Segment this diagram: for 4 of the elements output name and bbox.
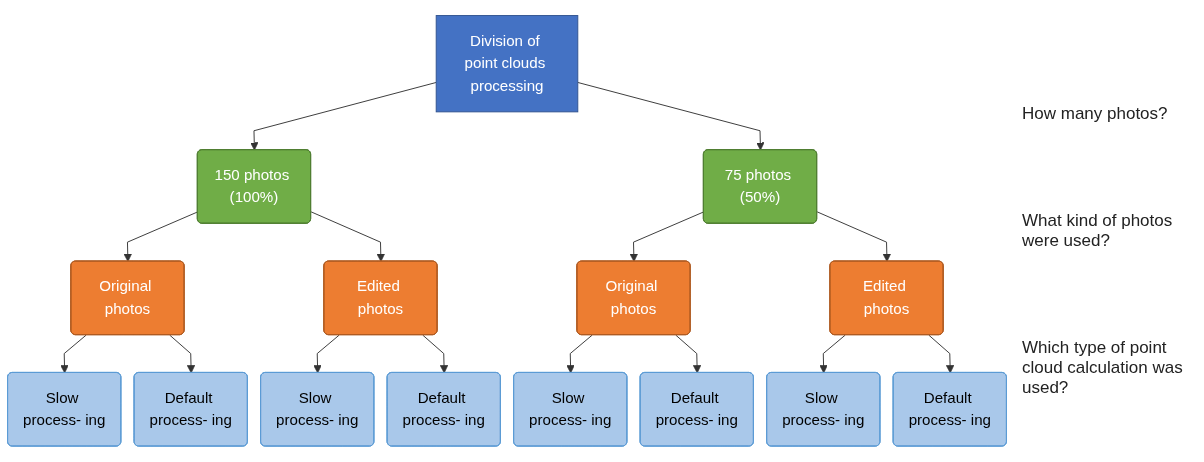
row-question: How many photos? bbox=[1022, 103, 1169, 124]
row-question: What kind of photos were used? bbox=[1022, 211, 1174, 251]
node-box: Division of point clouds processing bbox=[435, 15, 579, 113]
row-question: Which type of point cloud calculation was used? bbox=[1022, 338, 1184, 399]
